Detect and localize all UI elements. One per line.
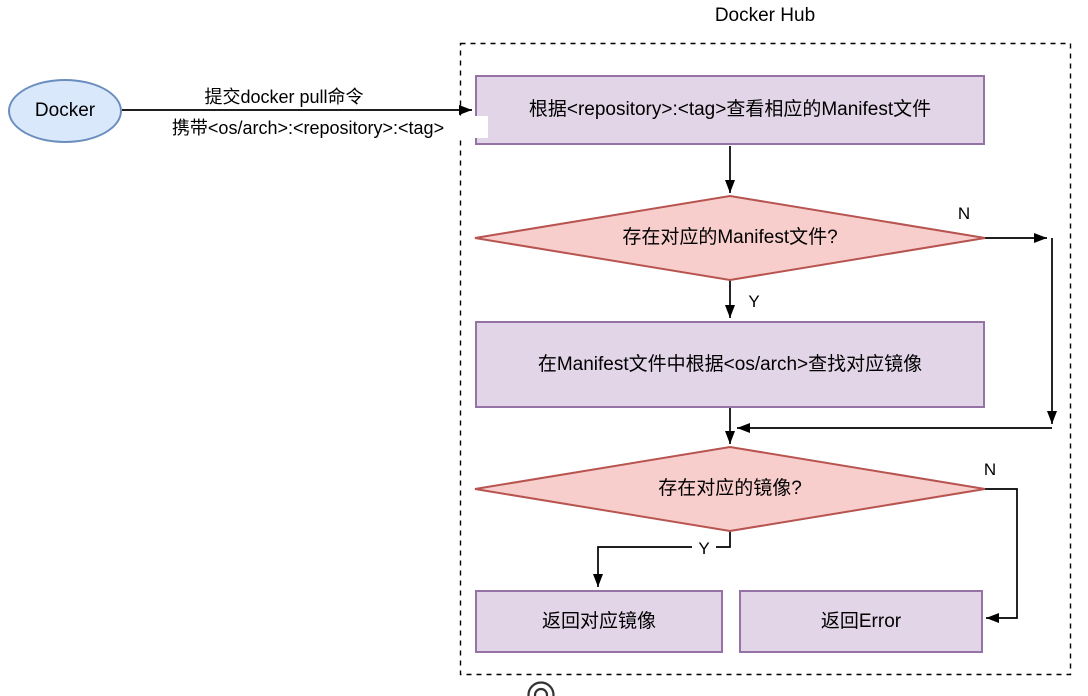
decision-image-exists-label: 存在对应的镜像?	[658, 478, 802, 500]
decision-manifest-exists-shape	[474, 194, 986, 282]
edge-decision2-no	[983, 488, 1018, 623]
edge-label-pull-params: 携带<os/arch>:<repository>:<tag>	[128, 116, 488, 138]
branch-label-manifest-no: N	[952, 203, 976, 225]
docker-hub-title: Docker Hub	[714, 5, 816, 26]
step-lookup-manifest: 根据<repository>:<tag>查看相应的Manifest文件	[475, 75, 985, 145]
magnifier-icon[interactable]	[527, 681, 555, 696]
branch-label-image-yes: Y	[692, 538, 716, 560]
step-return-image: 返回对应镜像	[475, 590, 723, 653]
edge-decision2-yes	[593, 531, 731, 587]
step-find-image: 在Manifest文件中根据<os/arch>查找对应镜像	[475, 321, 985, 408]
decision-image-exists-shape	[474, 445, 986, 533]
step-return-error: 返回Error	[739, 590, 983, 653]
docker-client-node: Docker	[8, 79, 122, 143]
branch-label-image-no: N	[978, 459, 1002, 481]
decision-manifest-exists-label: 存在对应的Manifest文件?	[622, 227, 838, 249]
docker-hub-boundary	[459, 42, 1072, 676]
edge-label-pull-command: 提交docker pull命令	[164, 85, 404, 107]
branch-label-manifest-yes: Y	[742, 291, 766, 313]
